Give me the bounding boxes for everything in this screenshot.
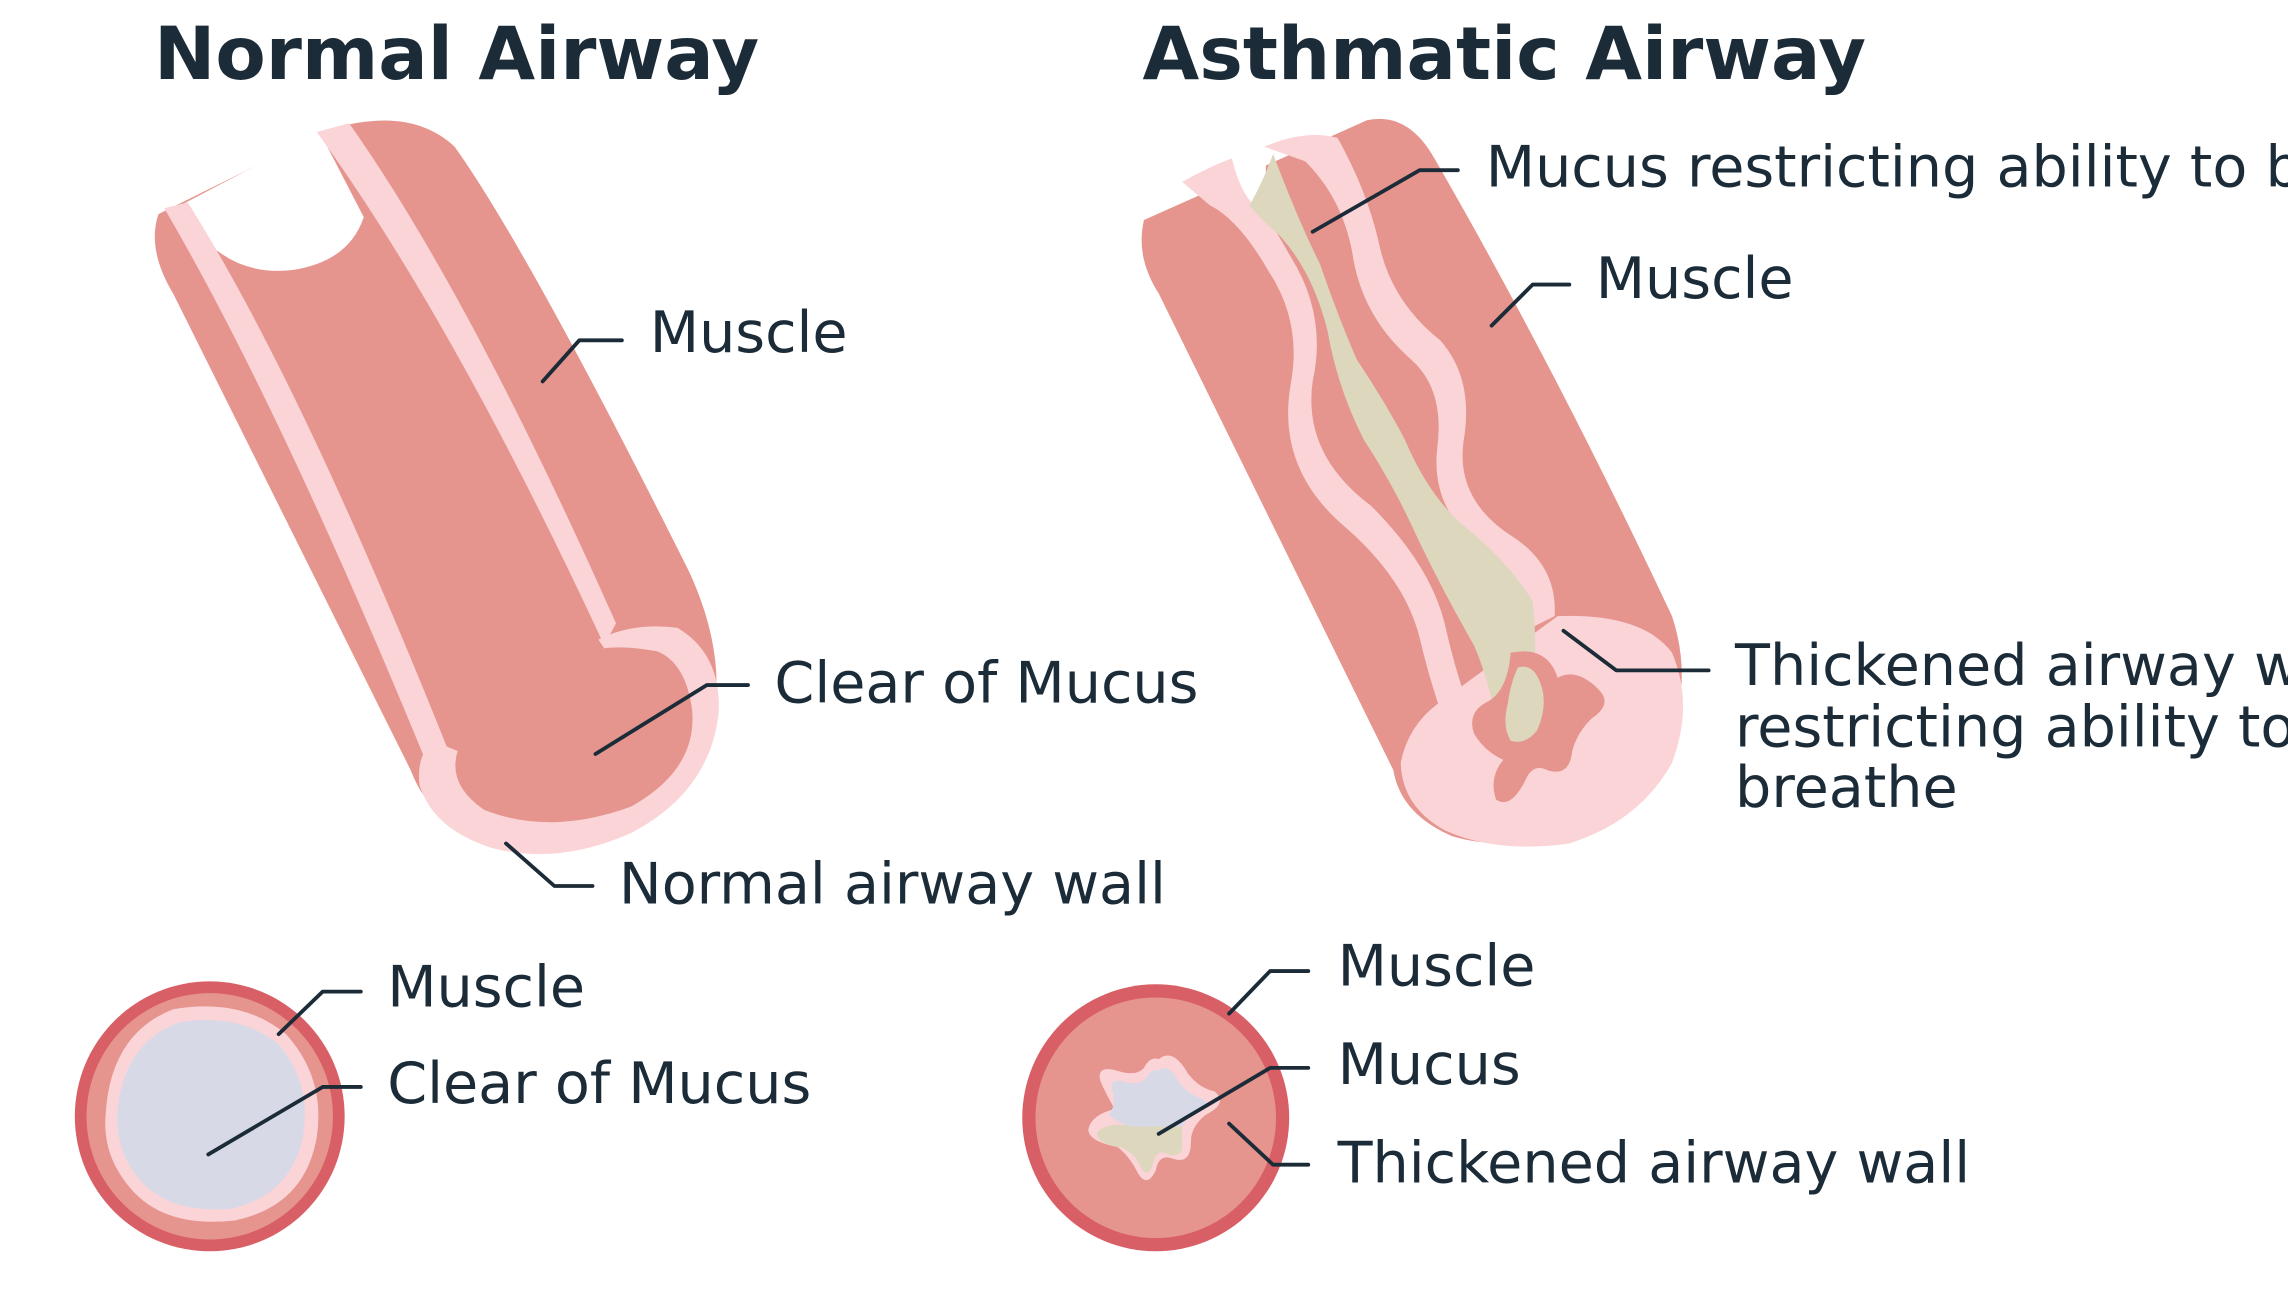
asthmatic-thick-label-line1: Thickened airway wall <box>1734 633 2288 699</box>
normal-cross-section <box>74 981 345 1252</box>
normal-wall-label: Normal airway wall <box>619 852 1166 918</box>
normal-airway-panel: Normal Airway Muscle Clear of Mucus Norm… <box>74 12 1198 1252</box>
asthmatic-tube-mid-wall <box>1264 134 1555 631</box>
normal-cross-lumen <box>117 1019 305 1210</box>
asthmatic-thick-leader <box>1561 628 1711 673</box>
normal-tube-top-opening <box>180 132 364 271</box>
asthmatic-cross-mucus <box>1097 1124 1183 1173</box>
normal-tube-opening-wall <box>419 626 719 855</box>
asthmatic-thick-label-line2: restricting ability to <box>1735 695 2288 761</box>
normal-tube-muscle <box>154 120 717 849</box>
asthmatic-thick-label-line3: breathe <box>1735 755 1958 821</box>
asthmatic-cross-lumen <box>1108 1068 1206 1127</box>
asthmatic-cross-thick-leader <box>1227 1121 1311 1167</box>
normal-muscle-leader <box>540 338 624 384</box>
asthmatic-tube-star-mucus <box>1505 666 1544 742</box>
normal-tube-wall-left <box>164 202 448 760</box>
asthmatic-mucus-leader <box>1310 168 1460 234</box>
normal-tube-wall-right <box>316 123 616 646</box>
asthmatic-muscle-leader <box>1489 282 1572 328</box>
asthmatic-cross-muscle-label: Muscle <box>1338 934 1536 1000</box>
normal-wall-leader <box>504 841 595 888</box>
normal-cross-clear-label: Clear of Mucus <box>387 1051 811 1117</box>
asthmatic-muscle-label: Muscle <box>1596 246 1794 312</box>
asthmatic-cross-section <box>1022 984 1290 1252</box>
asthmatic-cross-mucus-leader <box>1156 1065 1311 1136</box>
normal-airway-tube <box>154 120 719 855</box>
asthmatic-airway-title: Asthmatic Airway <box>1143 12 1866 97</box>
normal-clear-label: Clear of Mucus <box>774 651 1198 717</box>
asthmatic-airway-tube <box>1141 118 1683 847</box>
asthmatic-cross-mucus-label: Mucus <box>1338 1032 1521 1098</box>
normal-cross-muscle-label: Muscle <box>387 954 585 1020</box>
normal-cross-muscle-leader <box>276 989 363 1037</box>
asthmatic-mucus-label: Mucus restricting ability to breathe <box>1486 134 2288 200</box>
normal-muscle-label: Muscle <box>650 300 848 366</box>
asthmatic-tube-top-wall <box>1182 158 1485 760</box>
asthmatic-airway-panel: Asthmatic Airway Mucus restricting abili… <box>1022 12 2288 1252</box>
normal-airway-title: Normal Airway <box>154 12 759 97</box>
asthmatic-cross-thick-label: Thickened airway wall <box>1337 1130 1971 1196</box>
asthmatic-tube-mucus <box>1249 154 1536 746</box>
normal-cross-clear-leader <box>206 1085 363 1157</box>
normal-clear-leader <box>593 683 750 756</box>
asthmatic-cross-muscle-leader <box>1227 969 1311 1016</box>
